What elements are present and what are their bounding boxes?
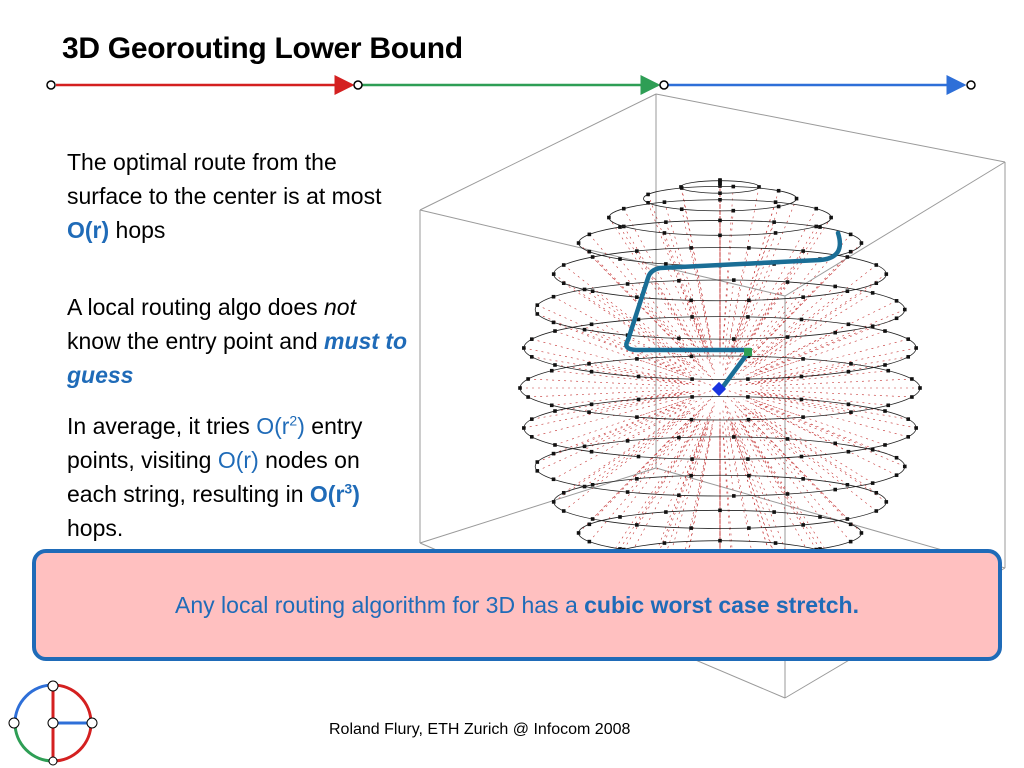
conclusion-banner: Any local routing algorithm for 3D has a… (32, 549, 1002, 661)
paragraph-average: In average, it tries O(r2) entry points,… (67, 409, 412, 545)
para3-text-c: entry points, visiting (67, 413, 363, 473)
latitude-rings (518, 178, 922, 598)
slide-title: 3D Georouting Lower Bound (62, 32, 463, 65)
o-r2: O(r2) (256, 412, 305, 439)
banner-bold-text: cubic worst case stretch. (584, 591, 859, 618)
header-arrows (46, 75, 976, 95)
para2-text: A local routing algo does (67, 294, 325, 320)
paragraph-optimal-route: The optimal route from the surface to th… (67, 145, 412, 247)
route-path (624, 230, 843, 391)
paragraph-local-routing: A local routing algo does not know the e… (67, 290, 412, 392)
para3-text-g: hops. (67, 515, 124, 541)
sphere-diagram (419, 93, 1006, 699)
para3-text-e: nodes on each string, resulting in (67, 447, 360, 507)
para1-text: The optimal route from the surface to th… (67, 149, 382, 209)
banner-text: Any local routing algorithm for 3D has a (175, 591, 578, 618)
para2-highlight: must to guess (67, 328, 408, 388)
para1-highlight: O(r) (67, 217, 110, 243)
para2-italic: not (324, 294, 356, 320)
entry-marker (744, 348, 752, 356)
center-marker (711, 381, 727, 397)
footer-credit: Roland Flury, ETH Zurich @ Infocom 2008 (329, 721, 631, 738)
para2-middle: know the entry point and (67, 328, 324, 354)
o-r: O(r) (217, 447, 259, 473)
o-r3: O(r3) (309, 480, 360, 507)
para1-tail: hops (109, 217, 166, 243)
georouting-logo-icon (8, 680, 98, 766)
para3-text-a: In average, it tries (67, 413, 257, 439)
